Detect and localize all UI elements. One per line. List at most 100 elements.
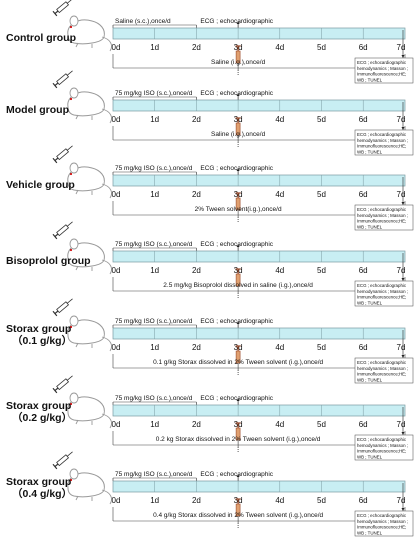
group-name: Vehicle group [6, 179, 75, 191]
timeline-bar [112, 327, 406, 340]
oral-gavage-syringe-icon [235, 345, 241, 376]
endpoint-line: Immunofluorescence;HE; [357, 372, 406, 377]
timeline-bar [112, 250, 406, 263]
group-name: Storax group [6, 400, 72, 412]
group-label: Vehicle group [6, 179, 75, 191]
endpoint-line: hemodynamics ; Masson ; [357, 443, 408, 448]
endpoint-line: Immunofluorescence;HE; [357, 295, 406, 300]
endpoint-box [354, 357, 414, 384]
ecg-label: ECG ; echocardiographic [200, 395, 273, 402]
injection-label: 75 mg/kg ISO (s.c.),once/d [115, 241, 193, 248]
endpoint-box [354, 129, 414, 156]
endpoint-line: hemodynamics ; Masson ; [357, 289, 408, 294]
day-label: 1d [150, 115, 159, 124]
treatment-label: 0.2 kg Storax dissolved in 2% Tween solv… [156, 436, 321, 443]
treatment-label: 2.5 mg/kg Bisoprolol dissolved in saline… [163, 282, 313, 289]
group-dose: （0.1 g/kg） [12, 335, 73, 347]
endpoint-line: ECG ; echocardiographic [357, 60, 407, 65]
injection-label: Saline (s.c.),once/d [115, 18, 171, 25]
endpoint-box [354, 510, 414, 537]
day-label: 6d [359, 266, 368, 275]
day-label: 2d [192, 420, 201, 429]
endpoint-line: Immunofluorescence;HE; [357, 72, 406, 77]
mouse-icon [67, 392, 113, 429]
day-label: 4d [275, 43, 284, 52]
group-label: Control group [6, 32, 76, 44]
endpoint-line: WB ; TUNEL [357, 454, 383, 459]
syringe-icon [52, 298, 73, 317]
day-label: 6d [359, 343, 368, 352]
endpoint-box [354, 280, 414, 307]
day-label: 7d [397, 266, 406, 275]
oral-gavage-syringe-icon [235, 45, 241, 76]
endpoint-line: WB ; TUNEL [357, 77, 383, 82]
day-label: 1d [150, 266, 159, 275]
day-label: 0d [112, 420, 121, 429]
timeline-bar [112, 99, 406, 112]
day-label: 1d [150, 343, 159, 352]
ecg-label: ECG ; echocardiographic [200, 241, 273, 248]
day-label: 1d [150, 496, 159, 505]
syringe-icon [52, 70, 73, 89]
endpoint-line: hemodynamics ; Masson ; [357, 213, 408, 218]
timeline-bar [112, 174, 406, 187]
day-label: 6d [359, 115, 368, 124]
timeline-bar [112, 27, 406, 40]
ecg-label: ECG ; echocardiographic [200, 471, 273, 478]
mouse-icon [67, 315, 113, 352]
ecg-label: ECG ; echocardiographic [200, 18, 273, 25]
treatment-label: 2% Tween solvent(i.g.),once/d [195, 206, 282, 213]
endpoint-box [354, 434, 414, 461]
endpoint-line: hemodynamics ; Masson ; [357, 366, 408, 371]
injection-label: 75 mg/kg ISO (s.c.),once/d [115, 165, 193, 172]
endpoint-line: ECG ; echocardiographic [357, 360, 407, 365]
day-label: 2d [192, 43, 201, 52]
group-dose: （0.4 g/kg） [12, 488, 73, 500]
day-label: 2d [192, 115, 201, 124]
mouse-icon [67, 468, 113, 505]
timeline-bar [112, 404, 406, 417]
day-label: 7d [397, 420, 406, 429]
syringe-icon [52, 0, 73, 17]
treatment-label: 0.1 g/kg Storax dissolved in 2% Tween so… [153, 359, 323, 366]
group-label: Bisoprolol group [6, 255, 91, 267]
day-label: 1d [150, 420, 159, 429]
mouse-icon [67, 238, 113, 275]
day-label: 4d [275, 190, 284, 199]
treatment-label: Saline (i.g.),once/d [211, 59, 266, 66]
endpoint-line: hemodynamics ; Masson ; [357, 519, 408, 524]
group-name: Model group [6, 104, 69, 116]
endpoint-line: ECG ; echocardiographic [357, 207, 407, 212]
ecg-label: ECG ; echocardiographic [200, 90, 273, 97]
day-label: 5d [317, 266, 326, 275]
syringe-icon [52, 451, 73, 470]
injection-label: 75 mg/kg ISO (s.c.),once/d [115, 90, 193, 97]
group-name: Bisoprolol group [6, 255, 91, 267]
group-row: 75 mg/kg ISO (s.c.),once/d ECG ; echocard… [52, 70, 414, 156]
day-label: 0d [112, 343, 121, 352]
day-label: 6d [359, 43, 368, 52]
endpoint-line: ECG ; echocardiographic [357, 437, 407, 442]
day-label: 4d [275, 115, 284, 124]
mouse-icon [67, 162, 113, 199]
day-label: 5d [317, 43, 326, 52]
day-label: 0d [112, 115, 121, 124]
day-label: 7d [397, 43, 406, 52]
treatment-label: Saline (i.g.),once/d [211, 131, 266, 138]
injection-label: 75 mg/kg ISO (s.c.),once/d [115, 395, 193, 402]
endpoint-line: ECG ; echocardiographic [357, 283, 407, 288]
day-label: 5d [317, 343, 326, 352]
endpoint-box [354, 204, 414, 231]
ecg-label: ECG ; echocardiographic [200, 165, 273, 172]
endpoint-line: WB ; TUNEL [357, 377, 383, 382]
day-label: 1d [150, 43, 159, 52]
endpoint-line: WB ; TUNEL [357, 149, 383, 154]
day-label: 4d [275, 420, 284, 429]
day-label: 7d [397, 190, 406, 199]
group-name: Storax group [6, 323, 72, 335]
